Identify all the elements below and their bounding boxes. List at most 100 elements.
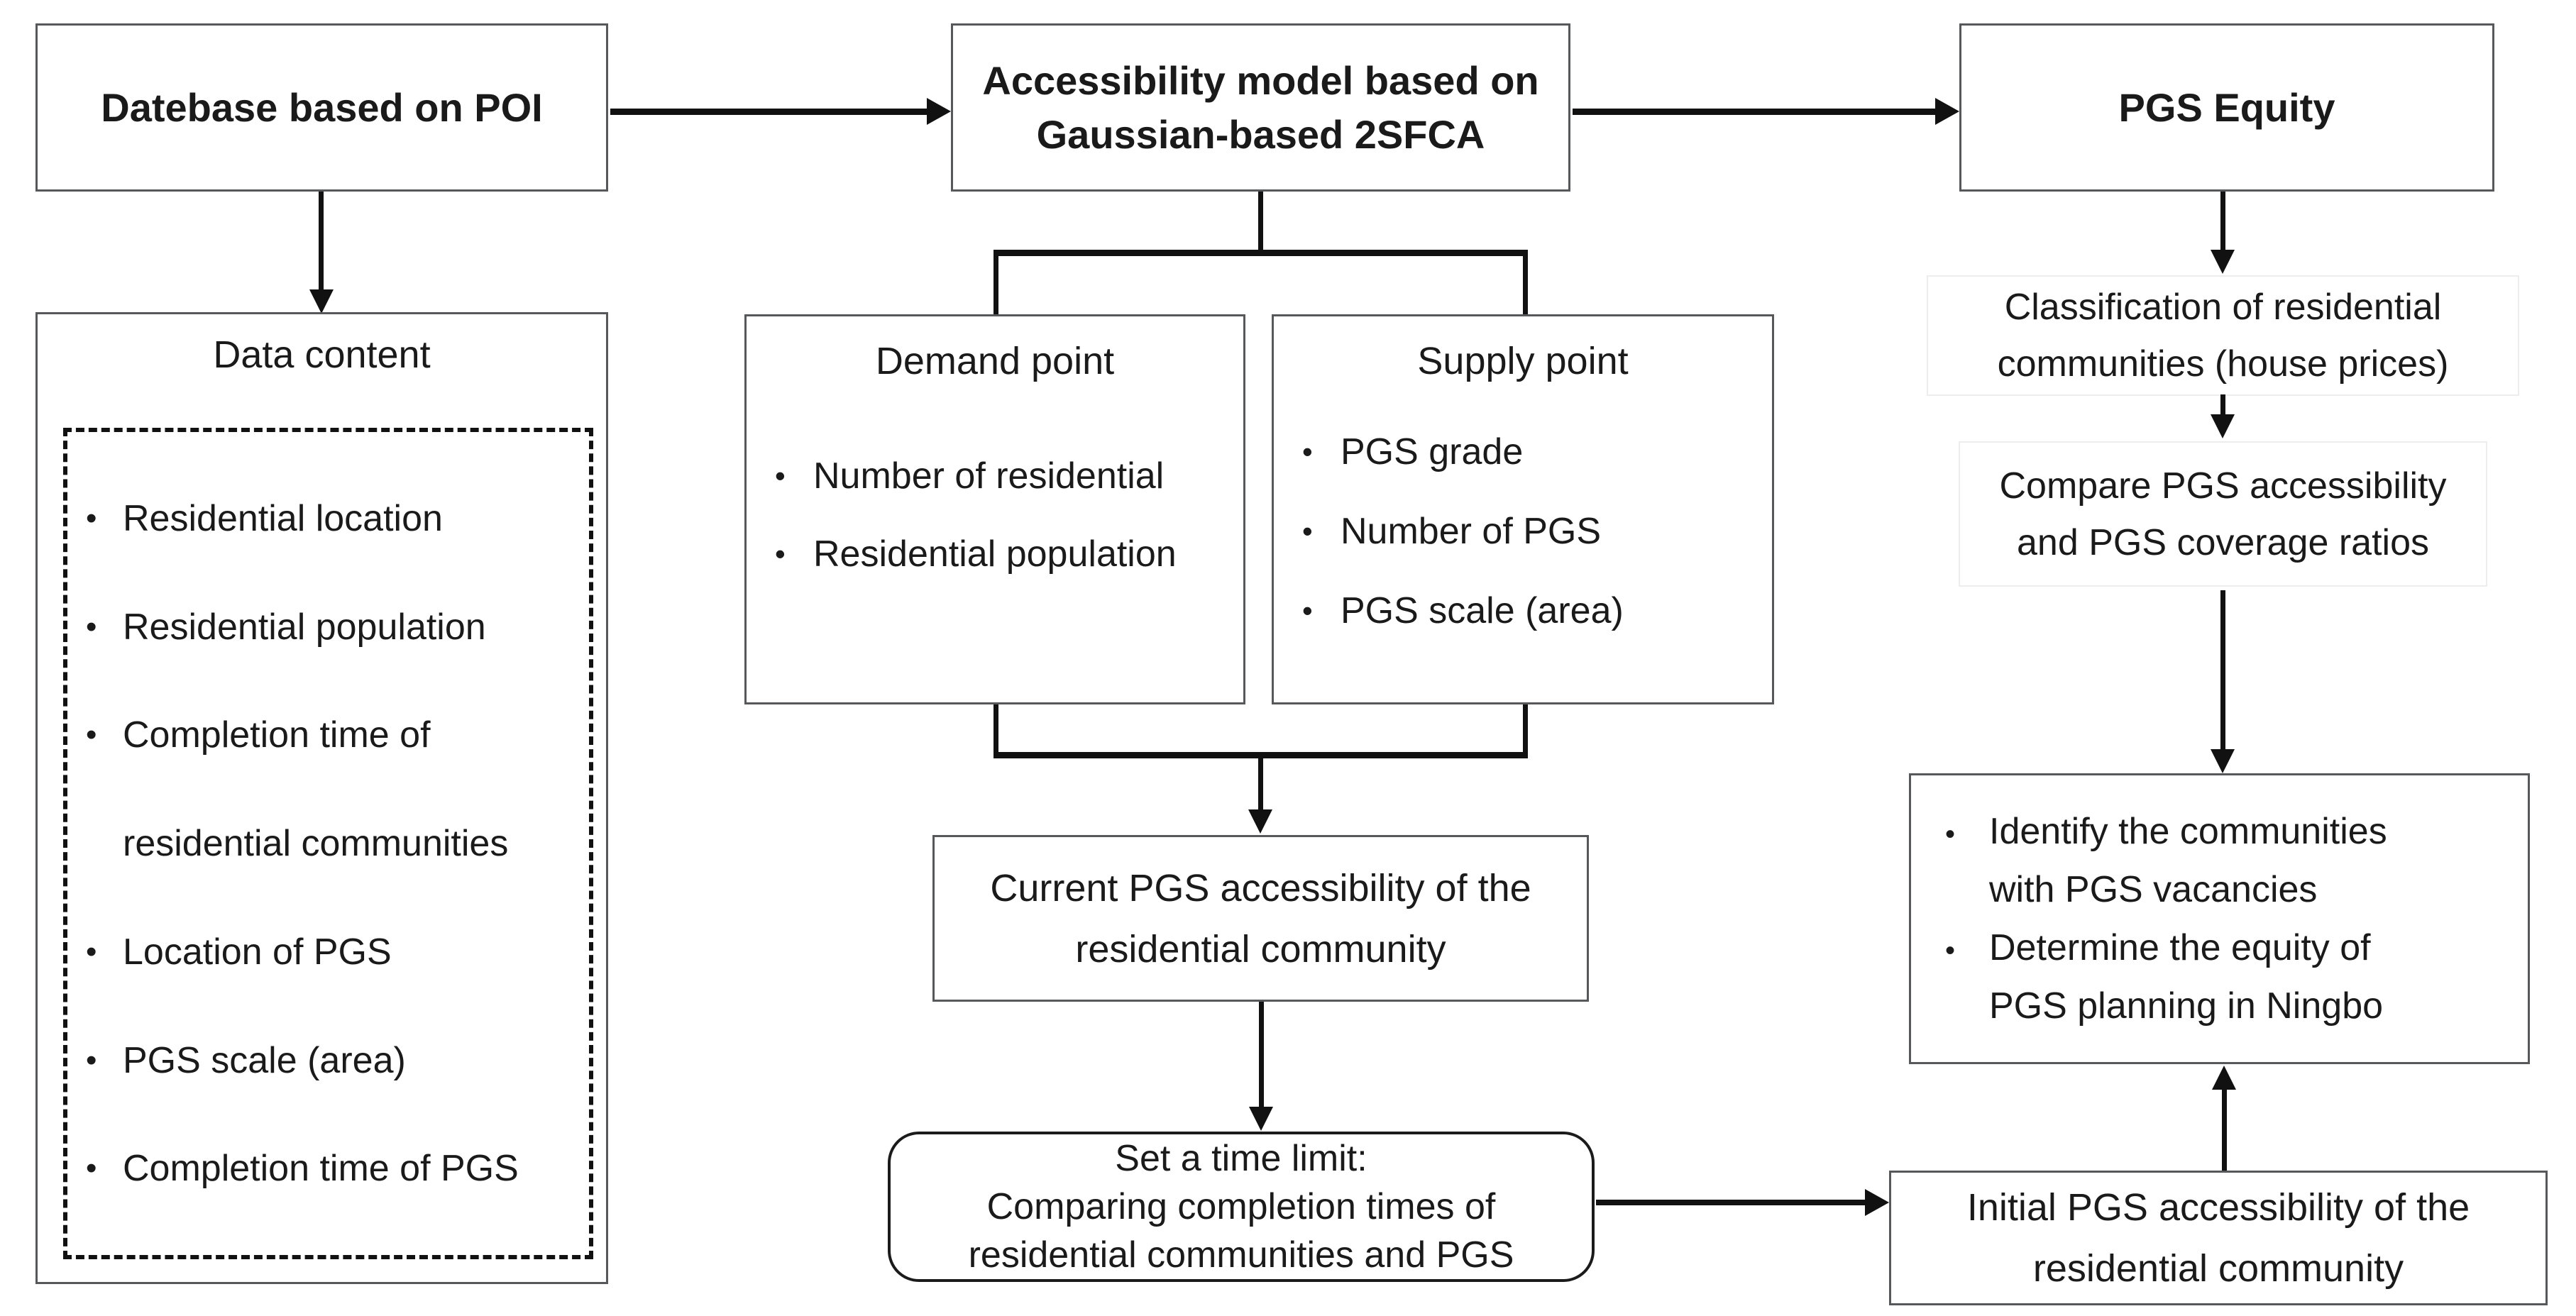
list-item-label: Residential population — [123, 606, 486, 648]
time-limit-line2: Comparing completion times of — [986, 1186, 1496, 1227]
arrow-timelimit-to-initial-head — [1865, 1189, 1889, 1216]
list-item: • Residential population — [86, 605, 589, 649]
accessibility-model-box: Accessibility model based on Gaussian-ba… — [951, 23, 1570, 192]
classification-line2: communities (house prices) — [1997, 343, 2449, 385]
list-item-label: Determine the equity of PGS planning in … — [1989, 927, 2384, 1027]
list-item: • Residential population — [775, 532, 1243, 576]
arrow-db-to-acc-head — [927, 98, 951, 125]
arrow-initial-to-identify-shaft — [2222, 1088, 2227, 1171]
list-item-label: Number of PGS — [1341, 511, 1602, 552]
list-item-label: Completion time of PGS — [123, 1148, 519, 1190]
accessibility-model-line1: Accessibility model based on — [982, 57, 1539, 103]
split-bar-line — [993, 250, 1528, 256]
arrow-timelimit-to-initial-shaft — [1596, 1200, 1867, 1205]
bullet-icon: • — [1302, 594, 1313, 627]
list-item: • PGS scale (area) — [1302, 589, 1772, 633]
split-left-drop-line — [993, 254, 998, 314]
list-item-label: residential communities — [123, 823, 509, 864]
database-poi-box: Datebase based on POI — [35, 23, 608, 192]
merge-right-line — [1523, 704, 1528, 755]
bullet-icon: • — [86, 1151, 97, 1186]
list-item-label: Residential population — [813, 533, 1177, 575]
arrow-equity-to-classification-shaft — [2220, 192, 2225, 251]
merge-bar-line — [993, 752, 1528, 758]
supply-point-list: • PGS grade • Number of PGS • PGS scale … — [1274, 430, 1772, 633]
data-content-box: Data content • Residential location • Re… — [35, 312, 608, 1284]
arrow-compare-to-identify-shaft — [2220, 590, 2225, 751]
list-item-label: Number of residential — [813, 455, 1165, 497]
list-item-label: Residential location — [123, 497, 443, 539]
demand-point-box: Demand point • Number of residential • R… — [744, 314, 1245, 704]
supply-point-title: Supply point — [1417, 340, 1629, 382]
data-content-dashed-list: • Residential location • Residential pop… — [63, 428, 593, 1259]
arrow-db-to-acc-shaft — [610, 109, 930, 115]
time-limit-line3: residential communities and PGS — [968, 1234, 1514, 1276]
arrow-merge-to-current-head — [1248, 809, 1272, 834]
supply-point-box: Supply point • PGS grade • Number of PGS… — [1272, 314, 1774, 704]
demand-point-list: • Number of residential • Residential po… — [747, 454, 1243, 576]
compare-line1: Compare PGS accessibility — [1999, 465, 2447, 507]
arrow-db-to-data-head — [309, 289, 334, 314]
current-accessibility-line2: residential community — [1075, 927, 1446, 971]
identify-equity-box: • Identify the communities with PGS vaca… — [1909, 773, 2530, 1064]
pgs-equity-box: PGS Equity — [1959, 23, 2494, 192]
arrow-acc-to-equity-head — [1935, 98, 1959, 125]
arrow-classification-to-compare-shaft — [2220, 394, 2225, 416]
list-item-label: Completion time of — [123, 714, 431, 756]
bullet-icon: • — [775, 537, 786, 570]
bullet-icon: • — [86, 1042, 97, 1078]
arrow-current-to-timelimit-shaft — [1259, 1002, 1264, 1108]
list-item: • Location of PGS — [86, 930, 589, 974]
time-limit-line1: Set a time limit: — [1115, 1138, 1367, 1179]
accessibility-model-line2: Gaussian-based 2SFCA — [1036, 111, 1485, 157]
initial-accessibility-line2: residential community — [2032, 1247, 2404, 1290]
list-item: • Number of PGS — [1302, 509, 1772, 553]
bullet-icon: • — [86, 500, 97, 536]
list-item-label: Identify the communities with PGS vacanc… — [1989, 811, 2387, 910]
bullet-icon: • — [86, 609, 97, 644]
split-stem-line — [1258, 192, 1263, 253]
bullet-icon: • — [86, 934, 97, 969]
bullet-icon: • — [1302, 435, 1313, 468]
list-item: • PGS grade — [1302, 430, 1772, 474]
database-poi-label: Datebase based on POI — [101, 84, 543, 130]
list-item-label: PGS scale (area) — [123, 1039, 406, 1081]
arrow-equity-to-classification-head — [2211, 250, 2235, 274]
bullet-icon: • — [1945, 935, 1956, 966]
list-item-label: Location of PGS — [123, 931, 392, 973]
bullet-icon: • — [86, 717, 97, 753]
identify-equity-list: • Identify the communities with PGS vaca… — [1911, 802, 2528, 1035]
list-item: • Residential location — [86, 497, 589, 541]
arrow-compare-to-identify-head — [2211, 749, 2235, 773]
arrow-acc-to-equity-shaft — [1573, 109, 1938, 115]
current-accessibility-line1: Current PGS accessibility of the — [990, 866, 1531, 909]
list-item: • Identify the communities with PGS vaca… — [1945, 802, 2514, 919]
bullet-icon: • — [775, 459, 786, 492]
arrow-merge-to-current-shaft — [1258, 758, 1263, 809]
list-item: • Completion time of PGS — [86, 1146, 589, 1190]
split-right-drop-line — [1523, 254, 1528, 314]
data-content-title: Data content — [213, 333, 431, 376]
initial-accessibility-box: Initial PGS accessibility of the residen… — [1889, 1171, 2548, 1305]
list-item: • Number of residential — [775, 454, 1243, 498]
pgs-equity-label: PGS Equity — [2118, 84, 2335, 130]
bullet-icon: • — [1302, 514, 1313, 548]
compare-text: Compare PGS accessibility and PGS covera… — [1959, 441, 2487, 587]
arrow-db-to-data-shaft — [319, 192, 324, 291]
classification-text: Classification of residential communitie… — [1927, 275, 2519, 396]
current-accessibility-box: Current PGS accessibility of the residen… — [932, 835, 1589, 1002]
arrow-initial-to-identify-head — [2212, 1066, 2236, 1090]
compare-line2: and PGS coverage ratios — [2017, 521, 2429, 563]
time-limit-box: Set a time limit: Comparing completion t… — [888, 1132, 1595, 1282]
bullet-icon: • — [1945, 819, 1956, 850]
list-item-label: PGS scale (area) — [1341, 590, 1624, 631]
initial-accessibility-line1: Initial PGS accessibility of the — [1966, 1186, 2470, 1229]
classification-line1: Classification of residential — [2004, 287, 2442, 328]
arrow-classification-to-compare-head — [2211, 414, 2235, 438]
demand-point-title: Demand point — [875, 340, 1115, 382]
merge-left-line — [993, 704, 998, 755]
list-item: • Completion time of — [86, 713, 589, 757]
list-item-continuation: residential communities — [86, 822, 589, 866]
list-item: • PGS scale (area) — [86, 1039, 589, 1083]
